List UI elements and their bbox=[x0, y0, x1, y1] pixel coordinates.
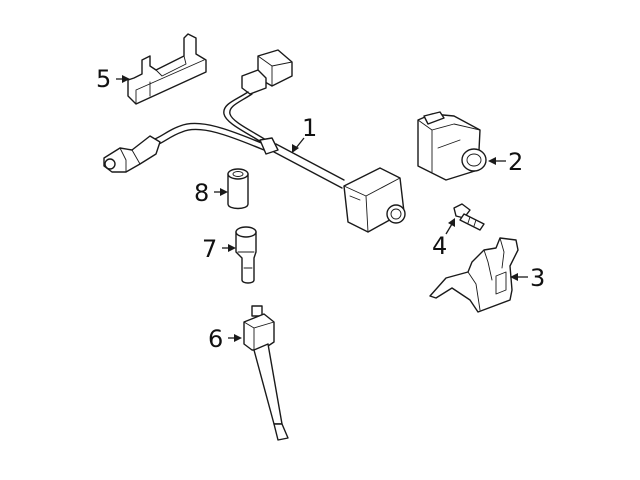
callout-5: 5 bbox=[96, 65, 112, 93]
part-3-bracket bbox=[429, 237, 519, 313]
callout-4: 4 bbox=[432, 232, 448, 260]
part-6-sensor bbox=[243, 305, 289, 441]
part-5-bracket bbox=[127, 33, 207, 105]
callout-3: 3 bbox=[530, 264, 546, 292]
part-1-camera-harness bbox=[103, 49, 406, 233]
part-4-bolt bbox=[453, 203, 485, 231]
part-2-module bbox=[417, 111, 487, 181]
callout-2: 2 bbox=[508, 148, 524, 176]
callout-7: 7 bbox=[202, 235, 218, 263]
callout-6: 6 bbox=[208, 325, 224, 353]
callout-1: 1 bbox=[302, 114, 318, 142]
part-7-plug bbox=[235, 226, 257, 284]
callout-8: 8 bbox=[194, 179, 210, 207]
part-8-sleeve bbox=[227, 168, 249, 210]
leader-lines bbox=[116, 75, 528, 342]
